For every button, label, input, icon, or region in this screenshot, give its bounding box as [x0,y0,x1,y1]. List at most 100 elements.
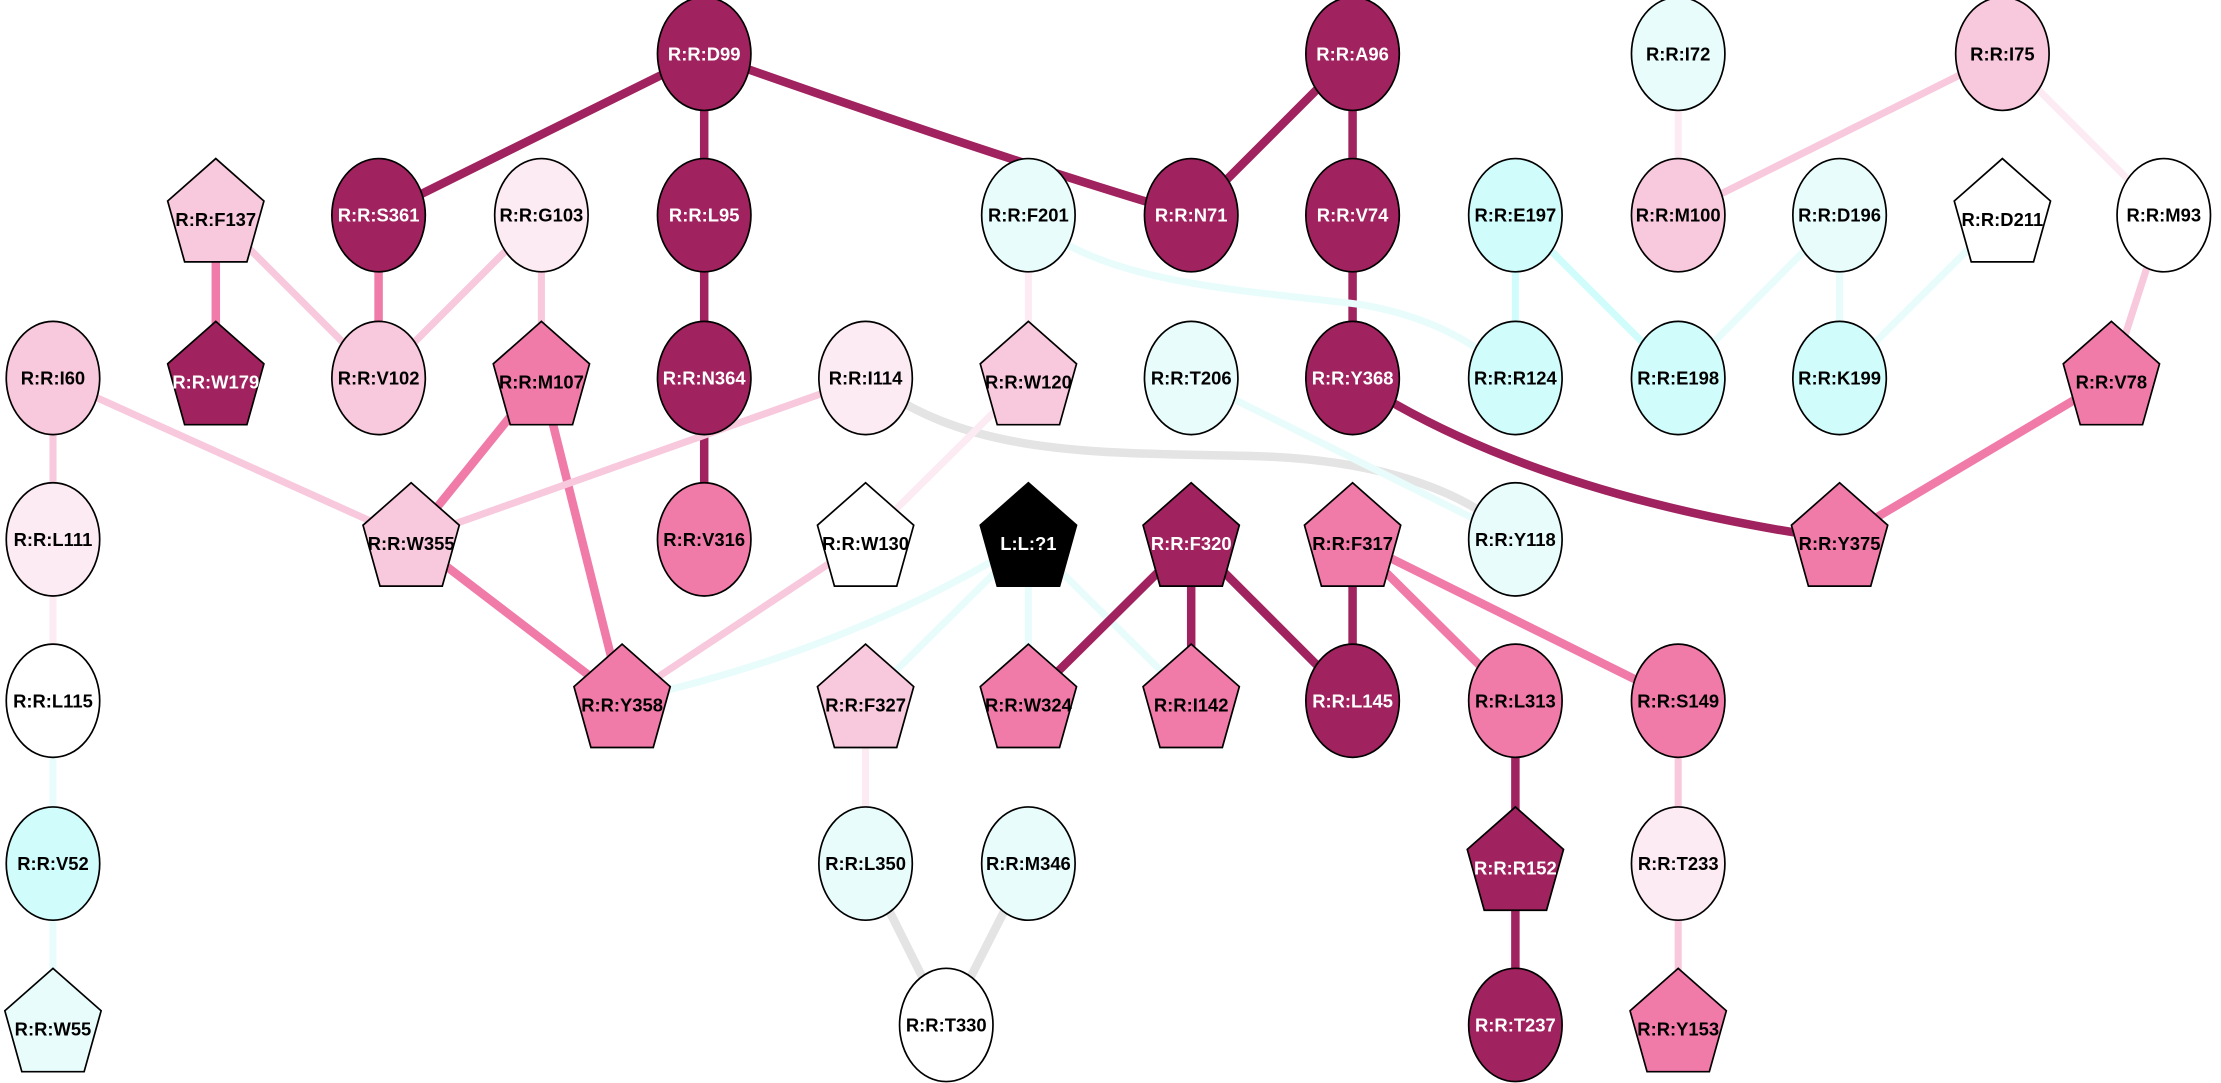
node-m100[interactable]: R:R:M100 [1630,157,1726,273]
node-w55[interactable]: R:R:W55 [3,967,103,1073]
node-t206[interactable]: R:R:T206 [1143,320,1239,436]
node-f137[interactable]: R:R:F137 [166,157,265,263]
node-i72[interactable]: R:R:I72 [1630,0,1726,112]
node-y375[interactable]: R:R:Y375 [1790,481,1889,587]
node-w179[interactable]: R:R:W179 [166,320,265,426]
node-l313[interactable]: R:R:L313 [1467,643,1563,759]
pentagon-node-shape [1142,643,1241,749]
node-label: R:R:F137 [175,209,256,230]
node-l350[interactable]: R:R:L350 [818,806,914,922]
node-a96[interactable]: R:R:A96 [1305,0,1401,112]
node-n71[interactable]: R:R:N71 [1143,157,1239,273]
node-f201[interactable]: R:R:F201 [980,157,1076,273]
node-m346[interactable]: R:R:M346 [980,806,1076,922]
node-label: R:R:W55 [15,1019,92,1040]
node-label: R:R:F201 [988,205,1069,226]
node-l111[interactable]: R:R:L111 [5,481,101,597]
edge-t206-y118 [1189,374,1517,543]
node-l115[interactable]: R:R:L115 [5,643,101,759]
node-l145[interactable]: R:R:L145 [1305,643,1401,759]
node-i114[interactable]: R:R:I114 [818,320,914,436]
node-d211[interactable]: R:R:D211 [1953,157,2052,263]
node-n364[interactable]: R:R:N364 [656,320,752,436]
node-s149[interactable]: R:R:S149 [1630,643,1726,759]
circle-node-shape [1792,157,1888,273]
node-i60[interactable]: R:R:I60 [5,320,101,436]
node-w324[interactable]: R:R:W324 [979,643,1078,749]
node-label: R:R:N364 [663,367,747,388]
node-y153[interactable]: R:R:Y153 [1629,967,1728,1073]
node-m93[interactable]: R:R:M93 [2116,157,2212,273]
node-label: R:R:M93 [2126,205,2201,226]
node-label: R:R:N71 [1155,205,1228,226]
node-l95[interactable]: R:R:L95 [656,157,752,273]
node-s361[interactable]: R:R:S361 [331,157,427,273]
node-label: R:R:T330 [906,1014,987,1035]
node-t237[interactable]: R:R:T237 [1467,967,1563,1083]
edge-w130-y358 [620,536,868,704]
circle-node-shape [1630,157,1726,273]
node-w120[interactable]: R:R:W120 [979,320,1078,426]
node-t233[interactable]: R:R:T233 [1630,806,1726,922]
node-label: R:R:E197 [1475,205,1557,226]
node-label: R:R:I60 [21,367,85,388]
circle-node-shape [818,320,914,436]
pentagon-node-shape [2062,320,2161,426]
node-t330[interactable]: R:R:T330 [898,967,994,1083]
node-label: R:R:Y375 [1799,533,1881,554]
node-f320[interactable]: R:R:F320 [1142,481,1241,587]
node-v78[interactable]: R:R:V78 [2062,320,2161,426]
node-f327[interactable]: R:R:F327 [816,643,915,749]
pentagon-node-shape [979,320,1078,426]
node-k199[interactable]: R:R:K199 [1792,320,1888,436]
node-d196[interactable]: R:R:D196 [1792,157,1888,273]
node-lig[interactable]: L:L:?1 [979,481,1078,587]
circle-node-shape [656,481,752,597]
node-e198[interactable]: R:R:E198 [1630,320,1726,436]
node-f317[interactable]: R:R:F317 [1303,481,1402,587]
circle-node-shape [1467,157,1563,273]
node-y368[interactable]: R:R:Y368 [1305,320,1401,436]
node-i142[interactable]: R:R:I142 [1142,643,1241,749]
node-label: R:R:T233 [1638,853,1719,874]
node-e197[interactable]: R:R:E197 [1467,157,1563,273]
pentagon-node-shape [166,320,265,426]
node-r124[interactable]: R:R:R124 [1467,320,1563,436]
circle-node-shape [1305,643,1401,759]
node-label: R:R:T206 [1151,367,1232,388]
pentagon-node-shape [816,481,915,587]
node-v74[interactable]: R:R:V74 [1305,157,1401,273]
pentagon-node-shape [1303,481,1402,587]
node-w130[interactable]: R:R:W130 [816,481,915,587]
node-label: R:R:F320 [1151,533,1232,554]
node-w355[interactable]: R:R:W355 [362,481,461,587]
edge-i114-w355 [409,374,867,543]
node-i75[interactable]: R:R:I75 [1954,0,2050,112]
node-label: R:R:A96 [1316,43,1389,64]
node-y118[interactable]: R:R:Y118 [1467,481,1563,597]
pentagon-node-shape [1953,157,2052,263]
node-v102[interactable]: R:R:V102 [331,320,427,436]
node-v52[interactable]: R:R:V52 [5,806,101,922]
circle-node-shape [1630,320,1726,436]
circle-node-shape [1630,0,1726,112]
node-label: R:R:E198 [1637,367,1719,388]
circle-node-shape [1143,320,1239,436]
node-label: R:R:T237 [1475,1014,1556,1035]
circle-node-shape [2116,157,2212,273]
node-y358[interactable]: R:R:Y358 [572,643,672,749]
circle-node-shape [1630,643,1726,759]
node-d99[interactable]: R:R:D99 [656,0,752,112]
circle-node-shape [1467,481,1563,597]
edge-y368-y375 [1350,374,1841,544]
node-g103[interactable]: R:R:G103 [493,157,589,273]
node-r152[interactable]: R:R:R152 [1466,805,1565,912]
node-label: R:R:K199 [1798,367,1881,388]
circle-node-shape [5,806,101,922]
pentagon-node-shape [492,320,591,426]
node-v316[interactable]: R:R:V316 [656,481,752,597]
node-m107[interactable]: R:R:M107 [492,320,591,426]
edge-i75-m100 [1676,50,2004,219]
circle-node-shape [818,806,914,922]
